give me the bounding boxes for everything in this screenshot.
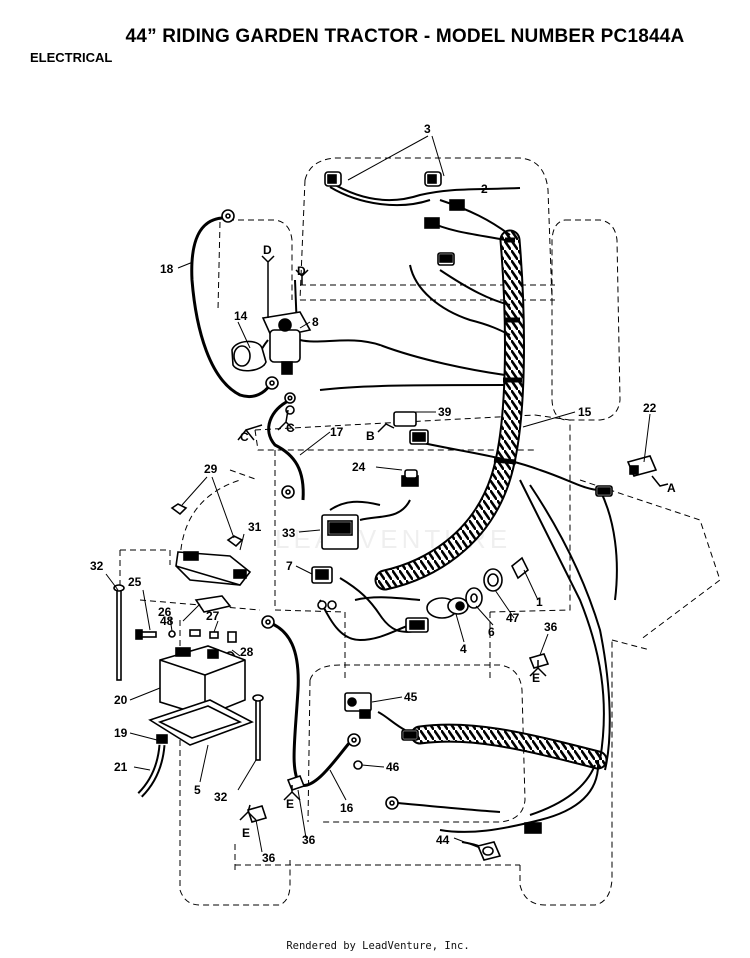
pto-solenoid <box>344 692 372 719</box>
callout-E-2: E <box>286 797 294 811</box>
callout-33: 33 <box>282 526 296 540</box>
callout-32-bottom: 32 <box>214 790 228 804</box>
callout-21: 21 <box>114 760 128 774</box>
wire-clip <box>528 653 550 669</box>
callout-48: 48 <box>160 614 174 628</box>
callout-44: 44 <box>436 833 450 847</box>
leader-lines <box>105 135 651 853</box>
callout-46: 46 <box>386 760 400 774</box>
callout-17: 17 <box>330 425 344 439</box>
ignition-switch <box>426 597 469 619</box>
callout-labels: 3 2 18 D D 14 8 C C 17 B 39 15 22 A 24 2… <box>90 122 676 865</box>
callout-22: 22 <box>643 401 657 415</box>
callout-31: 31 <box>248 520 262 534</box>
callout-C-1: C <box>240 430 249 444</box>
battery-hold-down <box>175 551 252 586</box>
callout-24: 24 <box>352 460 366 474</box>
callout-6: 6 <box>488 625 495 639</box>
callout-14: 14 <box>234 309 248 323</box>
callout-A: A <box>667 481 676 495</box>
footer-credit: Rendered by LeadVenture, Inc. <box>286 940 470 952</box>
callout-45: 45 <box>404 690 418 704</box>
callout-15: 15 <box>578 405 592 419</box>
callout-29: 29 <box>204 462 218 476</box>
callout-E-3: E <box>242 826 250 840</box>
hour-meter <box>321 514 359 550</box>
reference-marks <box>237 255 669 821</box>
callout-47: 47 <box>506 611 520 625</box>
callout-27: 27 <box>206 609 220 623</box>
callout-20: 20 <box>114 693 128 707</box>
callout-28: 28 <box>240 645 254 659</box>
callout-D-1: D <box>263 243 272 257</box>
wire-clip <box>286 775 306 791</box>
callout-36-middle: 36 <box>302 833 316 847</box>
rear-wiring-harness <box>410 723 608 770</box>
main-wiring-harness <box>374 229 525 591</box>
callout-3: 3 <box>424 122 431 136</box>
wires <box>137 181 618 856</box>
battery-tray <box>148 699 254 746</box>
starter-solenoid <box>261 311 312 375</box>
callout-5: 5 <box>194 783 201 797</box>
components <box>113 171 658 861</box>
headlight-bulb <box>324 171 342 187</box>
callout-E-1: E <box>532 671 540 685</box>
headlight-bulb <box>424 171 442 187</box>
callout-D-2: D <box>297 264 306 278</box>
callout-36-left: 36 <box>262 851 276 865</box>
battery <box>159 645 246 717</box>
callout-19: 19 <box>114 726 128 740</box>
callout-16: 16 <box>340 801 354 815</box>
callout-39: 39 <box>438 405 452 419</box>
callout-7: 7 <box>286 559 293 573</box>
callout-1: 1 <box>536 595 543 609</box>
section-label: ELECTRICAL <box>30 50 113 65</box>
callout-25: 25 <box>128 575 142 589</box>
callout-4: 4 <box>460 642 467 656</box>
callout-C-2: C <box>286 421 295 435</box>
callout-2: 2 <box>481 182 488 196</box>
callout-26: 26 <box>158 605 172 619</box>
callout-8: 8 <box>312 315 319 329</box>
ring-lead <box>476 841 502 861</box>
callout-32-top: 32 <box>90 559 104 573</box>
seat-switch <box>626 455 658 477</box>
callout-18: 18 <box>160 262 174 276</box>
page-title: 44” RIDING GARDEN TRACTOR - MODEL NUMBER… <box>125 26 685 47</box>
callout-B: B <box>366 429 375 443</box>
callout-36-right: 36 <box>544 620 558 634</box>
wire-clip <box>246 805 268 823</box>
